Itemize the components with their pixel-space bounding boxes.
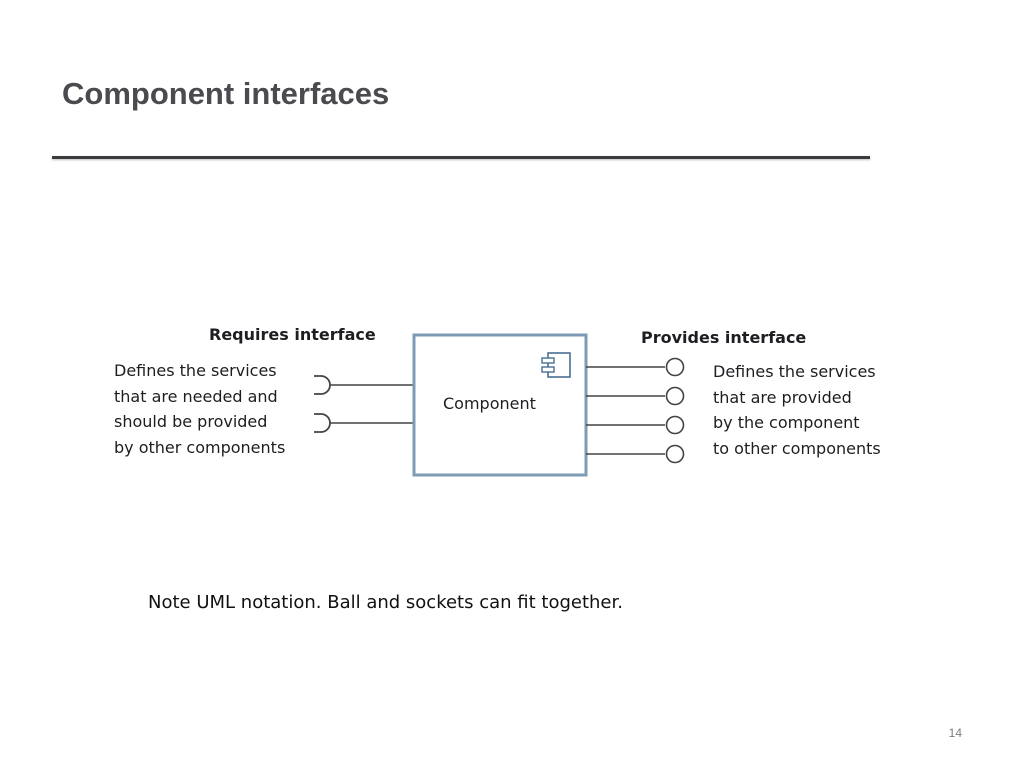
component-interface-diagram: Requires interface Defines the services … [100, 315, 920, 490]
requires-desc-line: should be provided [114, 412, 267, 431]
ball-icon [586, 444, 685, 464]
provides-desc-line: that are provided [713, 388, 852, 407]
requires-desc-line: by other components [114, 438, 285, 457]
ball-icon [586, 415, 685, 435]
title-divider [52, 156, 870, 159]
component-label: Component [443, 394, 536, 413]
provides-desc-line: by the component [713, 413, 860, 432]
provides-desc-line: Defines the services [713, 362, 876, 381]
provides-desc-line: to other components [713, 439, 881, 458]
page-number: 14 [948, 726, 962, 740]
ball-icon [586, 386, 685, 406]
requires-interface-header: Requires interface [209, 325, 376, 344]
provides-interface-header: Provides interface [641, 328, 806, 347]
slide-note: Note UML notation. Ball and sockets can … [148, 592, 623, 613]
diagram-canvas: Requires interface Defines the services … [114, 325, 881, 477]
component-icon [541, 352, 571, 378]
requires-desc-line: that are needed and [114, 387, 278, 406]
requires-desc-line: Defines the services [114, 361, 277, 380]
socket-icon [314, 413, 414, 433]
socket-icon [314, 375, 414, 395]
slide-title: Component interfaces [62, 76, 390, 111]
ball-icon [586, 357, 685, 377]
